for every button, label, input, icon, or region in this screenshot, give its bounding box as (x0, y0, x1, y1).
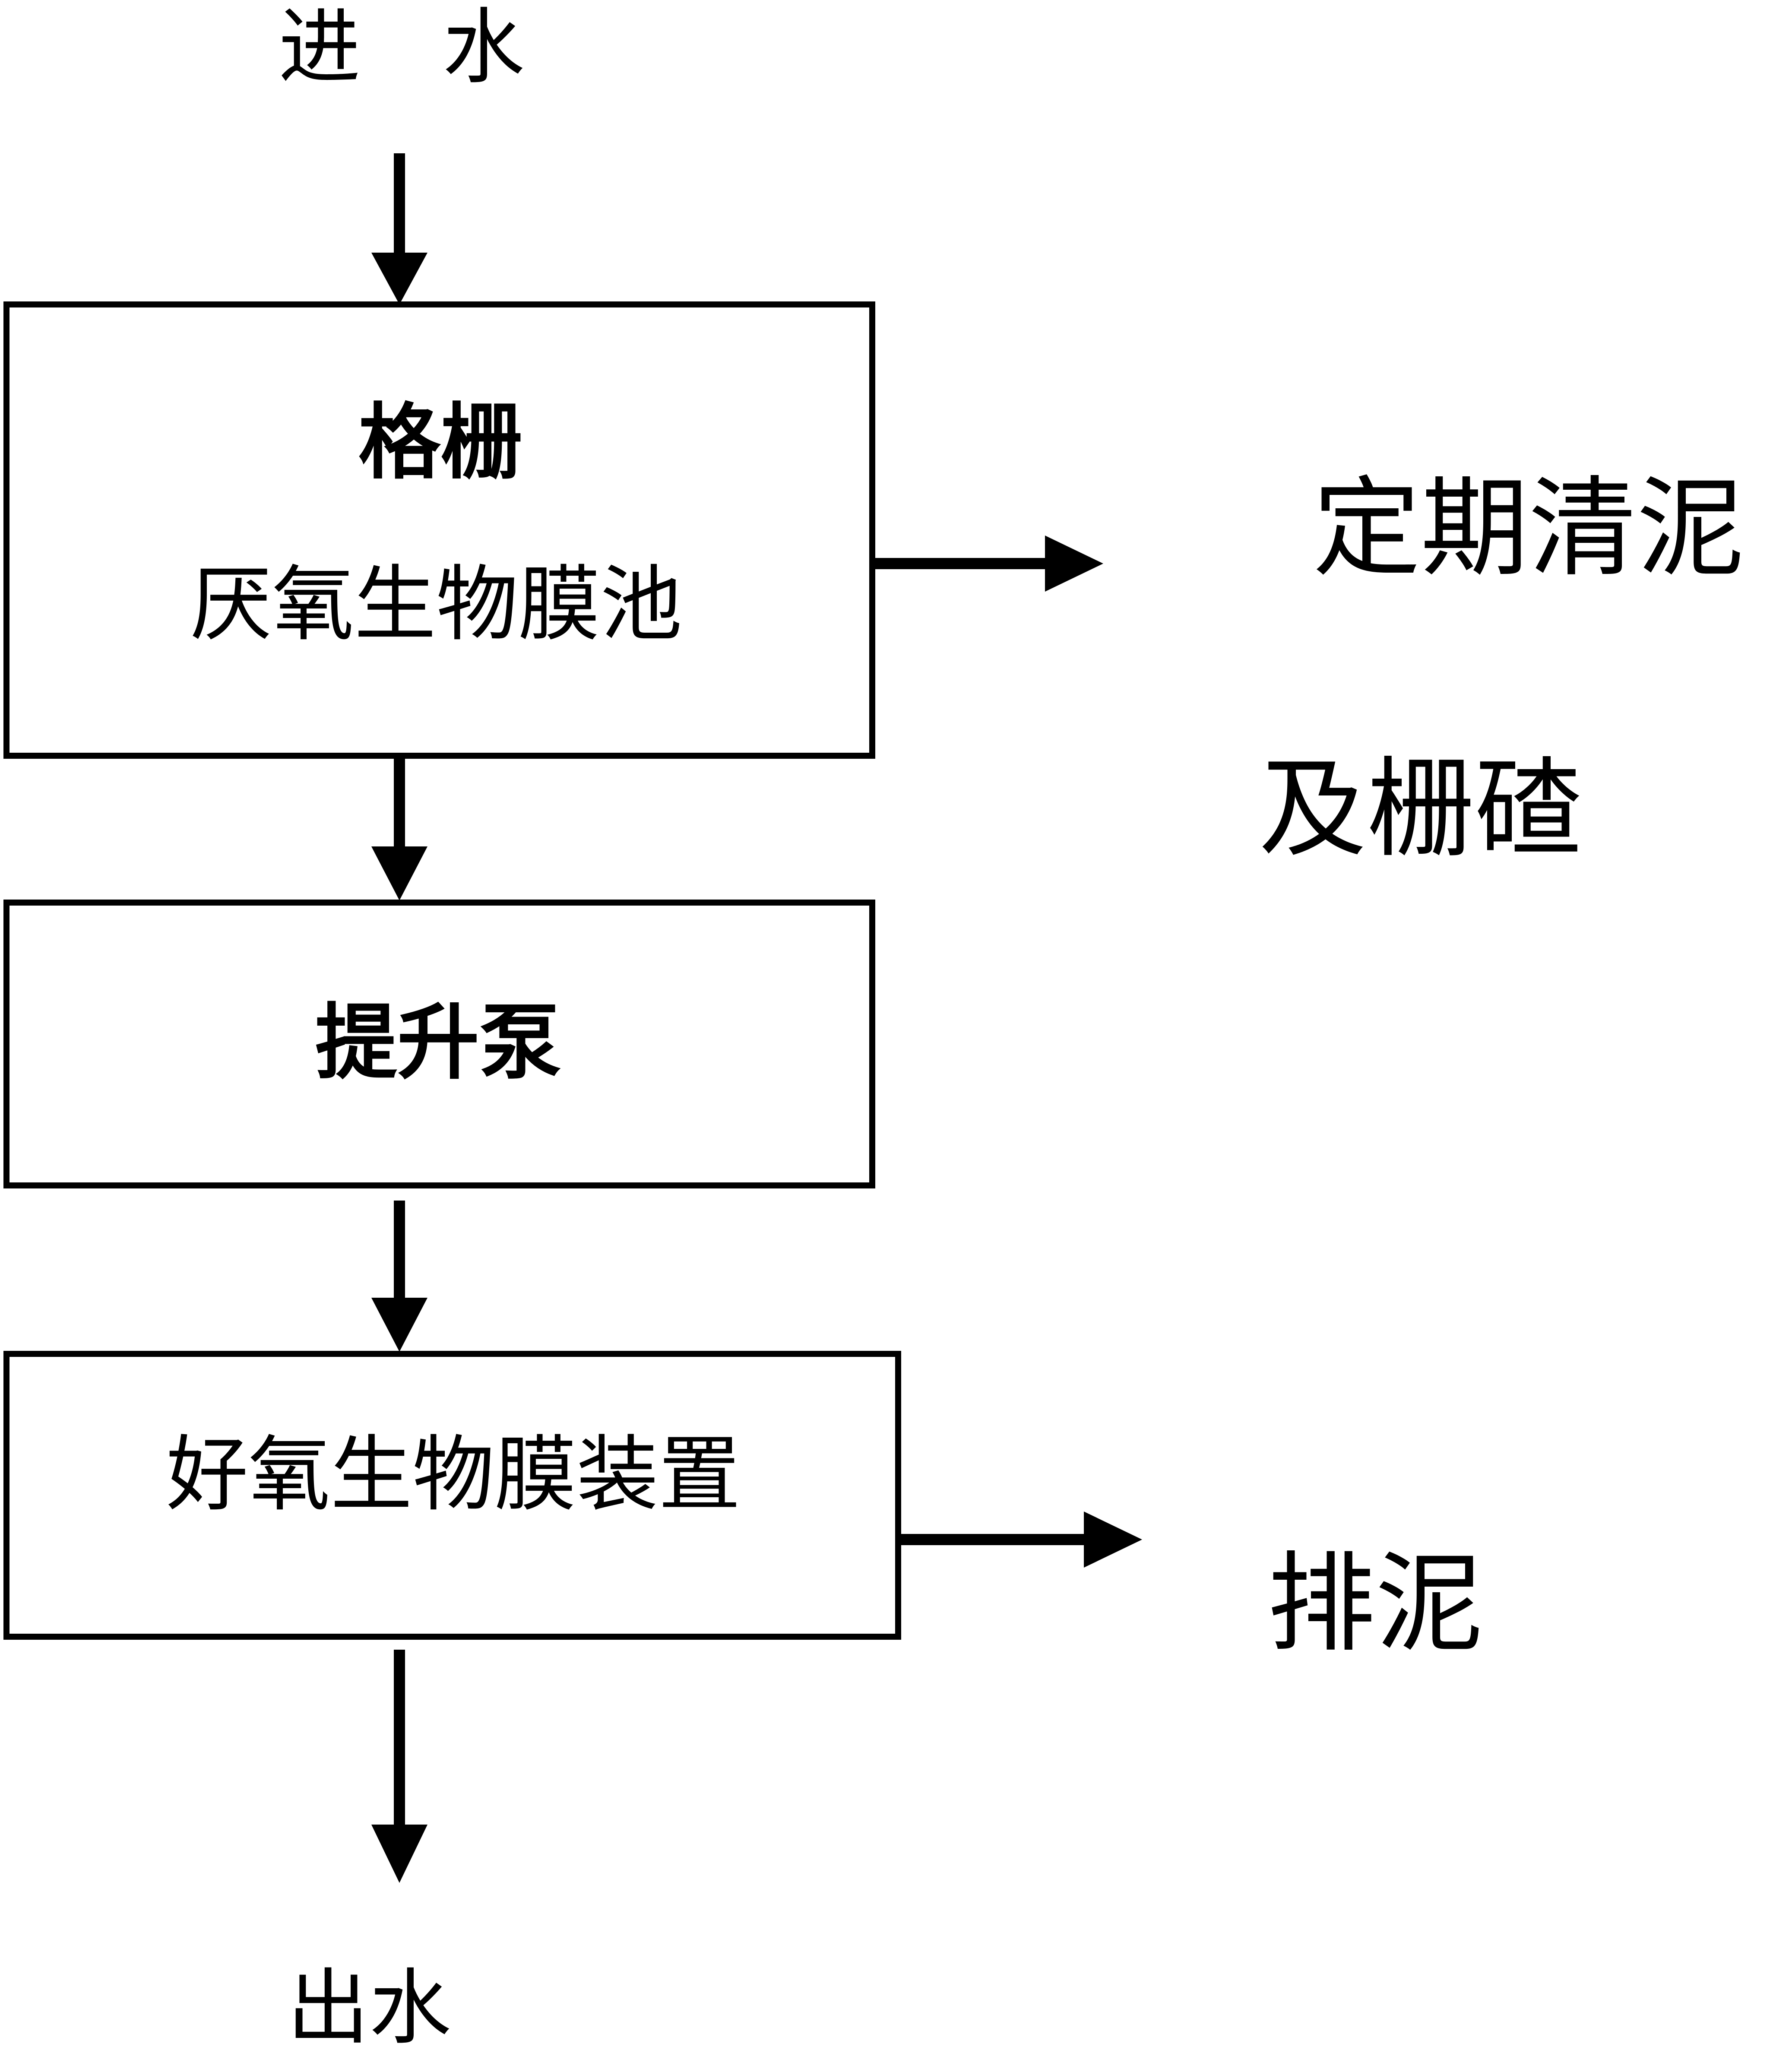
anaerobic-biofilm-tank-label: 厌氧生物膜池 (190, 557, 682, 652)
arrow-anaerobic-to-pump (371, 756, 427, 900)
aerobic-biofilm-unit-label: 好氧生物膜装置 (166, 1427, 741, 1522)
periodic-sludge-removal-label: 定期清泥 (1313, 466, 1745, 591)
arrow-to-sludge-screenings (872, 535, 1103, 592)
lift-pump-label: 提升泵 (315, 995, 561, 1090)
sludge-discharge-label: 排泥 (1267, 1541, 1483, 1667)
lift-pump-box: 提升泵 (3, 900, 875, 1188)
anaerobic-biofilm-tank-box: 格栅 厌氧生物膜池 (3, 301, 875, 759)
screenings-label: 及栅碴 (1259, 746, 1583, 872)
arrow-inlet-to-anaerobic (371, 153, 427, 304)
arrow-pump-to-aerobic (371, 1201, 427, 1352)
arrow-to-sludge-discharge (898, 1511, 1142, 1568)
inlet-label: 进 水 (279, 0, 525, 95)
arrow-aerobic-to-outlet (371, 1650, 427, 1883)
outlet-label: 出水 (287, 1960, 451, 2050)
grating-label: 格栅 (358, 395, 522, 490)
aerobic-biofilm-unit-box: 好氧生物膜装置 (3, 1351, 901, 1640)
